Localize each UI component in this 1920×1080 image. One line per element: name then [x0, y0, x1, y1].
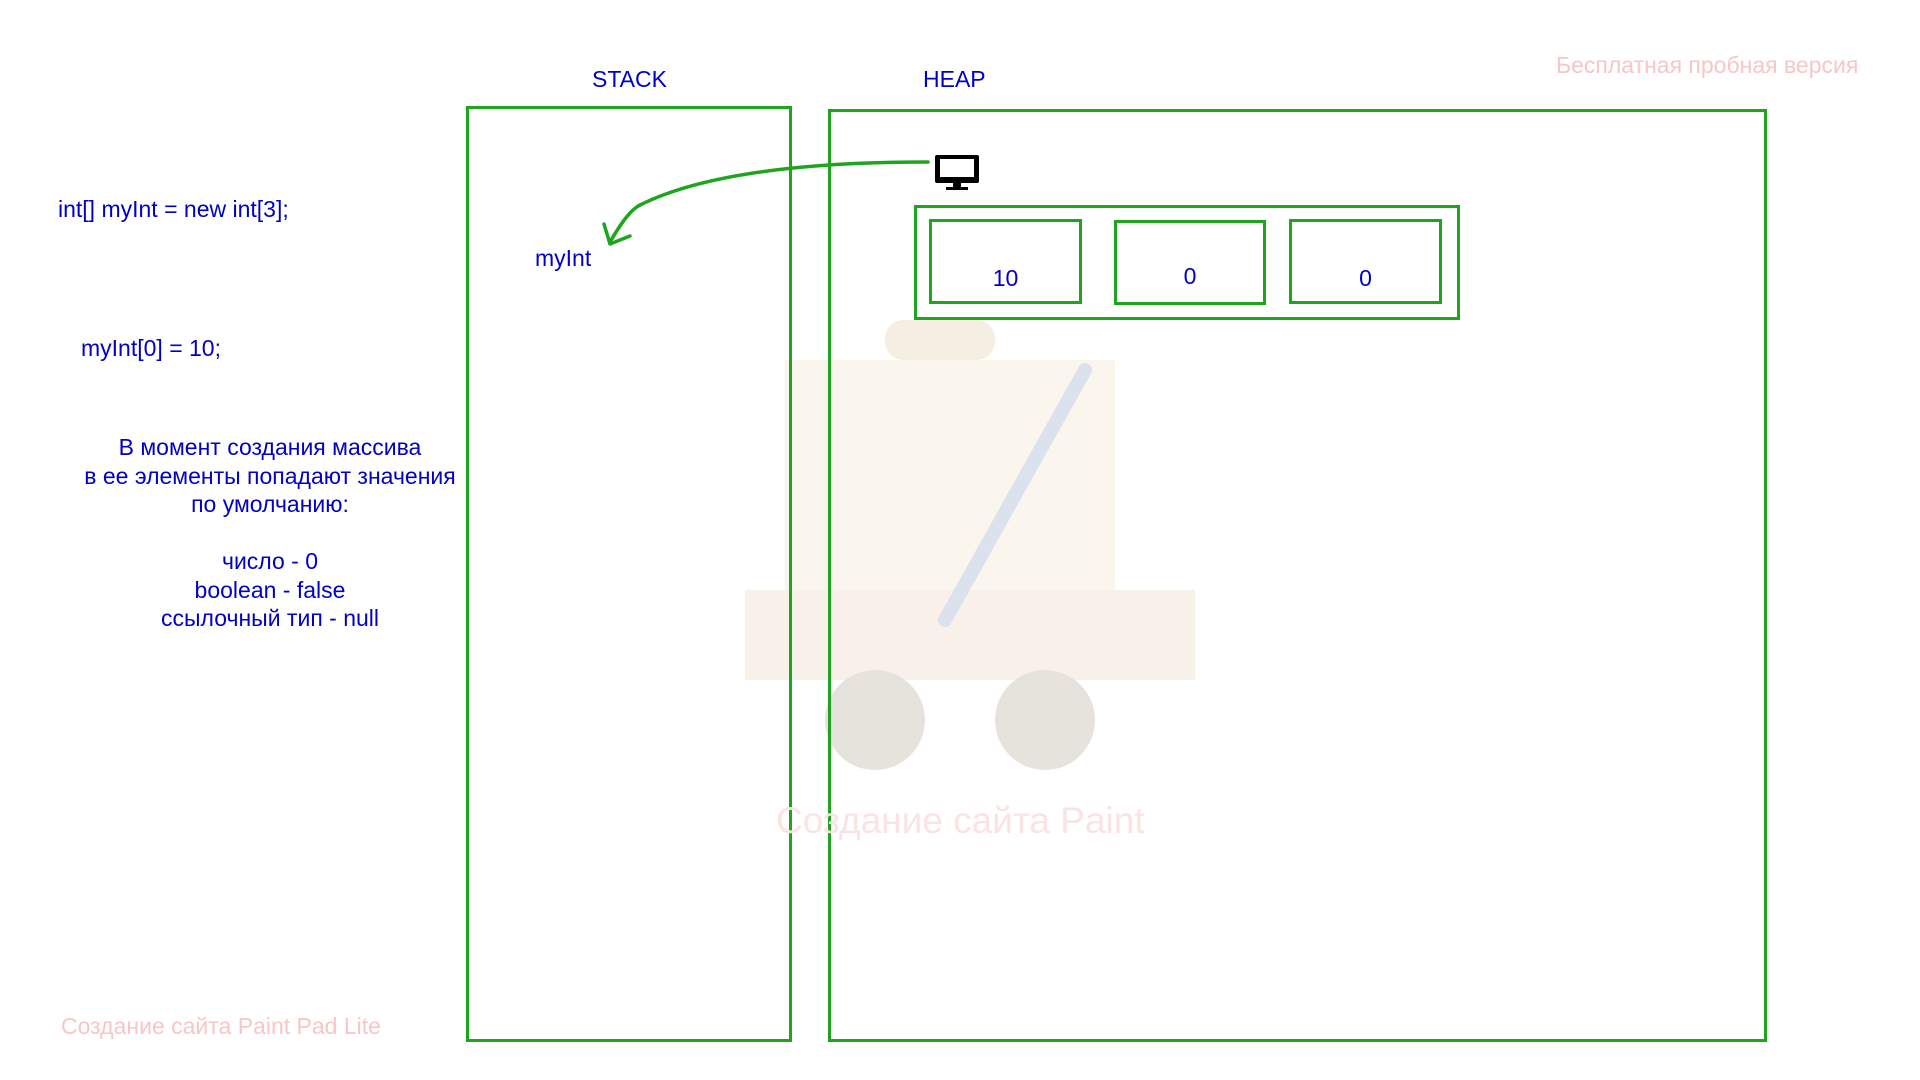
note-line: boolean - false	[194, 576, 346, 603]
curved-arrow	[602, 160, 930, 246]
note-line: в ее элементы попадают значения	[84, 462, 456, 489]
array-cell	[1114, 220, 1266, 305]
watermark-bottom: Создание сайта Paint Pad Lite	[61, 1013, 381, 1039]
array-cell	[929, 219, 1082, 304]
stack-variable-myint: myInt	[535, 245, 592, 271]
watermark-trial: Бесплатная пробная версия	[1556, 52, 1859, 78]
array-cell	[1289, 219, 1442, 304]
note-line: по умолчанию:	[191, 491, 349, 517]
default-values-note: В момент создания массива в ее элементы …	[60, 433, 480, 633]
array-cell-value: 0	[1359, 265, 1372, 291]
note-line: число - 0	[221, 548, 319, 574]
heap-label: HEAP	[923, 66, 986, 92]
monitor-icon	[935, 155, 979, 190]
array-container	[914, 205, 1460, 320]
array-cell-value: 10	[992, 265, 1019, 291]
watermark-center: Создание сайта Paint	[776, 800, 1145, 841]
note-line: В момент создания массива	[118, 434, 422, 460]
array-cell-value: 0	[1183, 263, 1197, 289]
code-declaration: int[] myInt = new int[3];	[58, 196, 289, 222]
code-assignment: myInt[0] = 10;	[81, 335, 221, 361]
stack-label: STACK	[592, 66, 667, 92]
stack-region	[466, 106, 792, 1042]
heap-region	[828, 109, 1767, 1042]
watermark-illustration	[745, 320, 1195, 770]
note-line: ссылочный тип - null	[160, 605, 380, 631]
